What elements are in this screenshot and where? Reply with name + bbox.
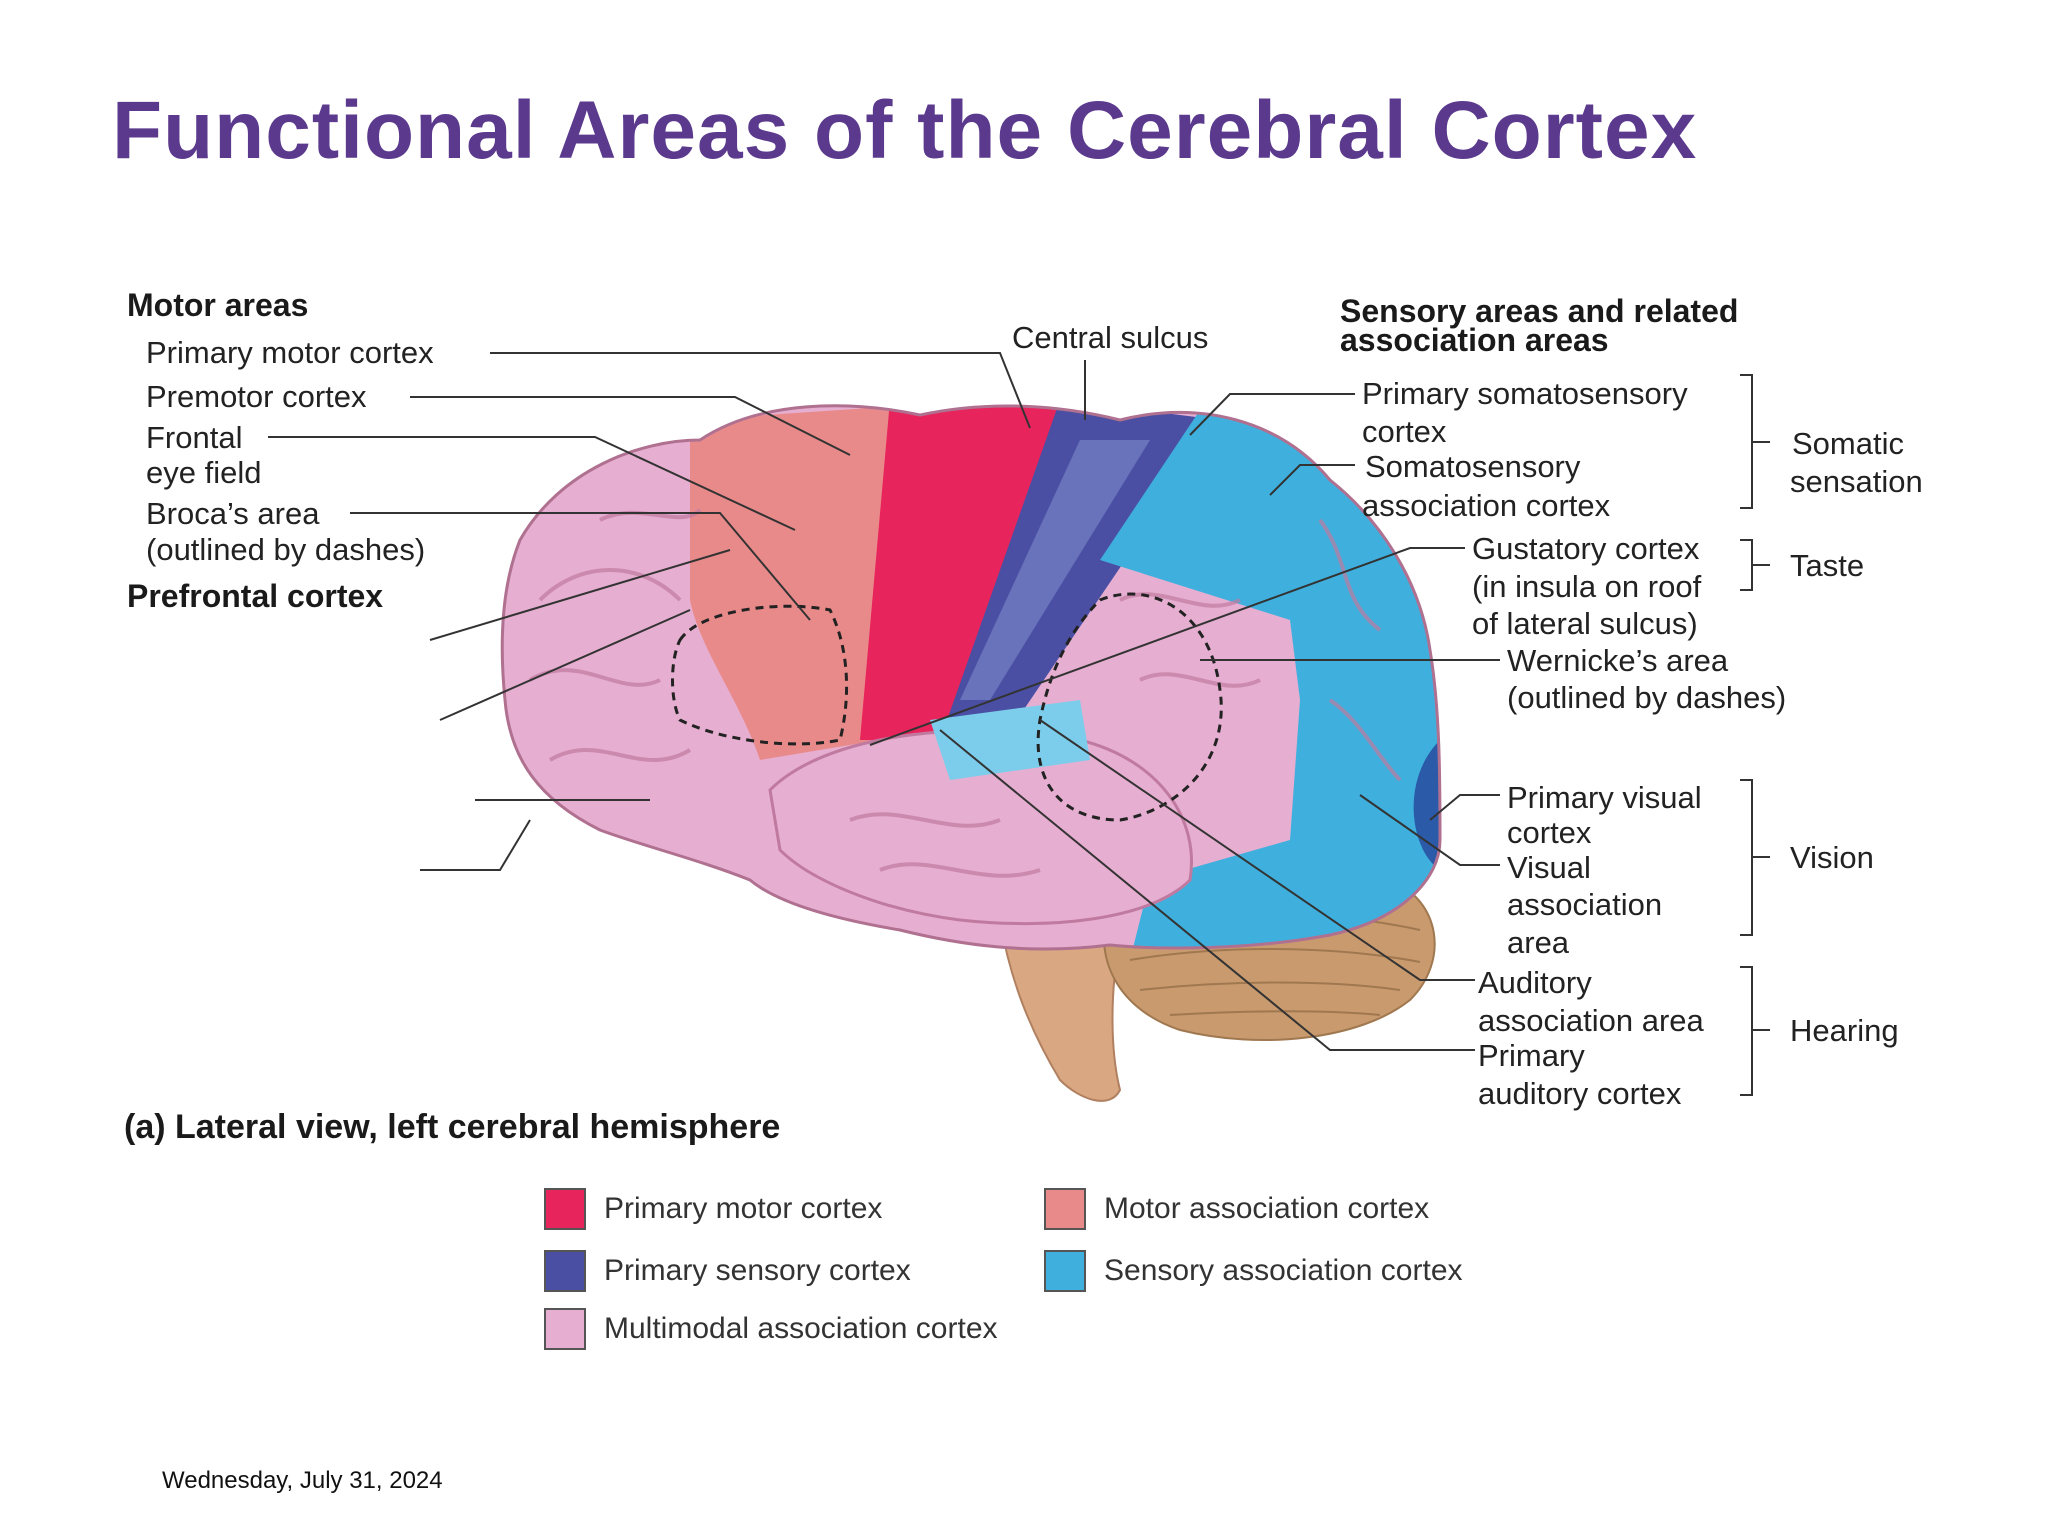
legend-sensory-association: Sensory association cortex <box>1044 1250 1463 1292</box>
slide-date: Wednesday, July 31, 2024 <box>162 1467 443 1494</box>
legend-swatch <box>544 1308 586 1350</box>
brainstem <box>998 918 1122 1102</box>
group-taste: Taste <box>1790 548 1865 583</box>
figure-caption: (a) Lateral view, left cerebral hemisphe… <box>124 1108 781 1146</box>
slide-title: Functional Areas of the Cerebral Cortex <box>112 85 1698 176</box>
label-prim-somato-2: cortex <box>1362 414 1447 449</box>
label-broca-1: Broca’s area <box>146 496 320 531</box>
label-somato-assoc-1: Somatosensory <box>1365 449 1581 484</box>
prefrontal-header: Prefrontal cortex <box>127 578 384 614</box>
label-frontal-eye-1: Frontal <box>146 420 243 455</box>
legend-primary-motor: Primary motor cortex <box>544 1188 882 1230</box>
group-vision: Vision <box>1790 840 1874 875</box>
broca-outline <box>671 604 849 746</box>
label-prim-visual-1: Primary visual <box>1507 780 1702 815</box>
legend-swatch <box>1044 1188 1086 1230</box>
group-somatic-2: sensation <box>1790 464 1923 499</box>
primary-auditory-region <box>930 700 1090 780</box>
label-gustatory-1: Gustatory cortex <box>1472 531 1700 566</box>
label-premotor: Premotor cortex <box>146 379 367 414</box>
label-somato-assoc-2: association cortex <box>1362 488 1611 523</box>
label-gustatory-2: (in insula on roof <box>1472 569 1702 604</box>
label-prim-aud-2: auditory cortex <box>1478 1076 1682 1111</box>
sensory-header-1: Sensory areas and related <box>1340 293 1739 329</box>
legend-multimodal-association: Multimodal association cortex <box>544 1308 998 1350</box>
wernicke-outline <box>1036 592 1223 822</box>
legend-primary-sensory: Primary sensory cortex <box>544 1250 911 1292</box>
label-frontal-eye-2: eye field <box>146 455 262 490</box>
primary-motor-region <box>860 405 1080 740</box>
label-prim-visual-2: cortex <box>1507 815 1592 850</box>
group-hearing: Hearing <box>1790 1013 1899 1048</box>
label-primary-motor: Primary motor cortex <box>146 335 434 370</box>
label-wernicke-2: (outlined by dashes) <box>1507 680 1787 715</box>
legend-swatch <box>1044 1250 1086 1292</box>
label-gustatory-3: of lateral sulcus) <box>1472 606 1698 641</box>
motor-areas-header: Motor areas <box>127 287 309 323</box>
label-broca-2: (outlined by dashes) <box>146 532 426 567</box>
label-aud-assoc-2: association area <box>1478 1003 1704 1038</box>
group-somatic-1: Somatic <box>1792 426 1904 461</box>
label-central-sulcus: Central sulcus <box>1012 320 1209 355</box>
label-visual-assoc-1: Visual <box>1507 850 1591 885</box>
legend-swatch <box>544 1250 586 1292</box>
legend-motor-association: Motor association cortex <box>1044 1188 1429 1230</box>
label-visual-assoc-3: area <box>1507 925 1570 960</box>
legend-swatch <box>544 1188 586 1230</box>
label-wernicke-1: Wernicke’s area <box>1507 643 1729 678</box>
label-prim-somato-1: Primary somatosensory <box>1362 376 1688 411</box>
primary-visual-region <box>1413 740 1440 870</box>
label-prim-aud-1: Primary <box>1478 1038 1585 1073</box>
sensory-association-region <box>1100 410 1440 950</box>
label-aud-assoc-1: Auditory <box>1478 965 1592 1000</box>
sensory-header-2: association areas <box>1340 322 1609 358</box>
label-visual-assoc-2: association <box>1507 887 1663 922</box>
